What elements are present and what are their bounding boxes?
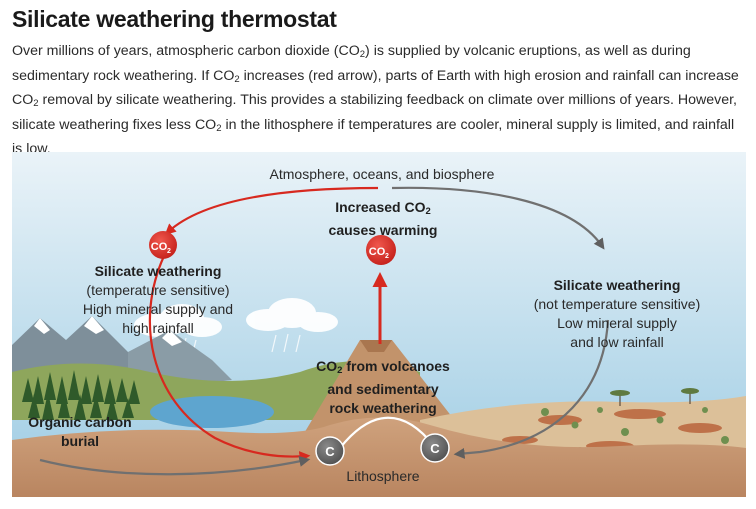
atmosphere-label: Atmosphere, oceans, and biosphere: [269, 166, 495, 182]
organic-carbon-burial-label: Organic carbon burial: [28, 414, 132, 449]
volcano: [300, 340, 470, 440]
svg-text:2: 2: [385, 253, 389, 260]
acacia-tree: [610, 388, 699, 406]
svg-text:C: C: [325, 444, 335, 459]
cloud-middle: [246, 298, 338, 332]
lake: [150, 396, 274, 428]
red-arrow-to-lithosphere: [148, 255, 311, 463]
svg-text:CO: CO: [369, 246, 386, 258]
co2-badge-center: CO 2: [366, 235, 396, 265]
cloud-left: [134, 304, 222, 337]
organic-burial-arrow: [39, 455, 311, 476]
intro-paragraph: Over millions of years, atmospheric carb…: [12, 43, 739, 157]
forest: [22, 370, 140, 420]
lithosphere-connector: [339, 416, 435, 449]
svg-text:CO: CO: [151, 241, 168, 253]
left-silicate-weathering-label: Silicate weathering (temperature sensiti…: [82, 263, 234, 336]
increased-co2-label: Increased CO2 causes warming: [328, 199, 438, 238]
red-arrow-to-silicate-weathering: [164, 186, 379, 235]
figure-title: Silicate weathering thermostat: [12, 6, 337, 32]
gray-arrow-to-silicate-weathering: [391, 186, 605, 250]
co2-badge-left: CO 2: [149, 231, 177, 259]
carbon-badge-right: C: [420, 433, 450, 463]
svg-text:C: C: [430, 441, 440, 456]
right-silicate-weathering-label: Silicate weathering (not temperature sen…: [533, 277, 701, 350]
volcano-source-label: CO2 from volcanoes and sedimentary rock …: [316, 358, 450, 416]
lithosphere-label: Lithosphere: [346, 468, 420, 484]
gray-arrow-to-lithosphere: [453, 319, 610, 459]
carbon-badge-left: C: [315, 436, 345, 466]
lithosphere-ground: [12, 417, 746, 497]
svg-text:2: 2: [167, 248, 171, 255]
